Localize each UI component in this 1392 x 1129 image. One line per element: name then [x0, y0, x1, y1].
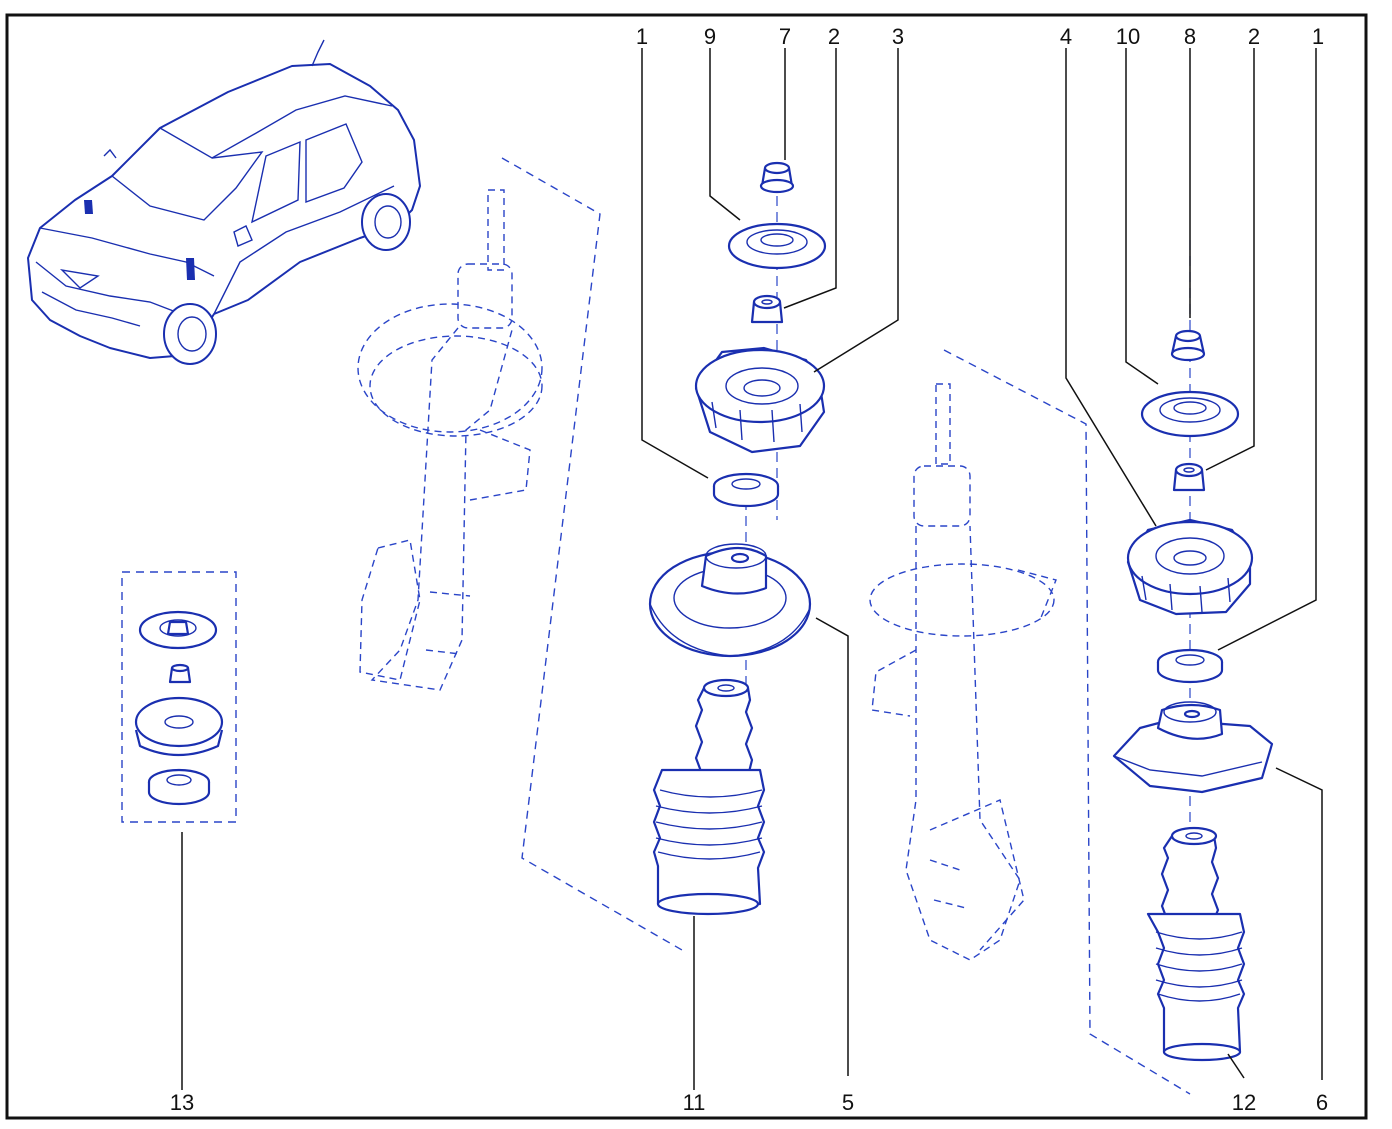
exploded-stack-right — [1112, 240, 1274, 1062]
callout-3: 3 — [892, 24, 904, 49]
car-illustration — [27, 39, 421, 365]
flange-nut-8 — [1170, 329, 1206, 362]
callout-labels: 1 9 7 2 3 4 10 8 2 1 13 11 5 12 6 — [170, 24, 1328, 1115]
hex-nut-2 — [750, 294, 784, 324]
exploded-stack-center — [648, 161, 827, 916]
callout-13: 13 — [170, 1090, 194, 1115]
hex-nut-2-right — [1172, 462, 1206, 492]
strut-mount-3 — [694, 346, 826, 454]
front-strut-marker-icon — [186, 258, 195, 280]
callout-2-right: 2 — [1248, 24, 1260, 49]
callout-4: 4 — [1060, 24, 1072, 49]
strut-mount-4 — [1126, 518, 1254, 616]
callout-10: 10 — [1116, 24, 1140, 49]
callout-8: 8 — [1184, 24, 1196, 49]
spring-seat-6 — [1112, 701, 1274, 794]
leader-lines — [181, 48, 1323, 1090]
callout-2: 2 — [828, 24, 840, 49]
service-kit-13 — [121, 571, 237, 823]
dust-boot-11 — [652, 678, 766, 916]
strut-assembly-right-outline — [869, 349, 1191, 1095]
spring-seat-5 — [648, 543, 812, 658]
front-strut-marker-icon — [84, 200, 93, 214]
callout-1-right: 1 — [1312, 24, 1324, 49]
callout-12: 12 — [1232, 1090, 1256, 1115]
callout-9: 9 — [704, 24, 716, 49]
callout-6: 6 — [1316, 1090, 1328, 1115]
flange-nut-7 — [759, 161, 795, 194]
callout-5: 5 — [842, 1090, 854, 1115]
cup-washer-10 — [1140, 390, 1240, 438]
bearing-washer-1-right — [1156, 648, 1224, 684]
dust-boot-12 — [1146, 826, 1246, 1062]
bearing-washer-1 — [712, 472, 780, 508]
cup-washer-9 — [727, 222, 827, 270]
callout-1: 1 — [636, 24, 648, 49]
callout-7: 7 — [779, 24, 791, 49]
strut-assembly-left-outline — [357, 157, 683, 951]
callout-11: 11 — [683, 1090, 706, 1115]
